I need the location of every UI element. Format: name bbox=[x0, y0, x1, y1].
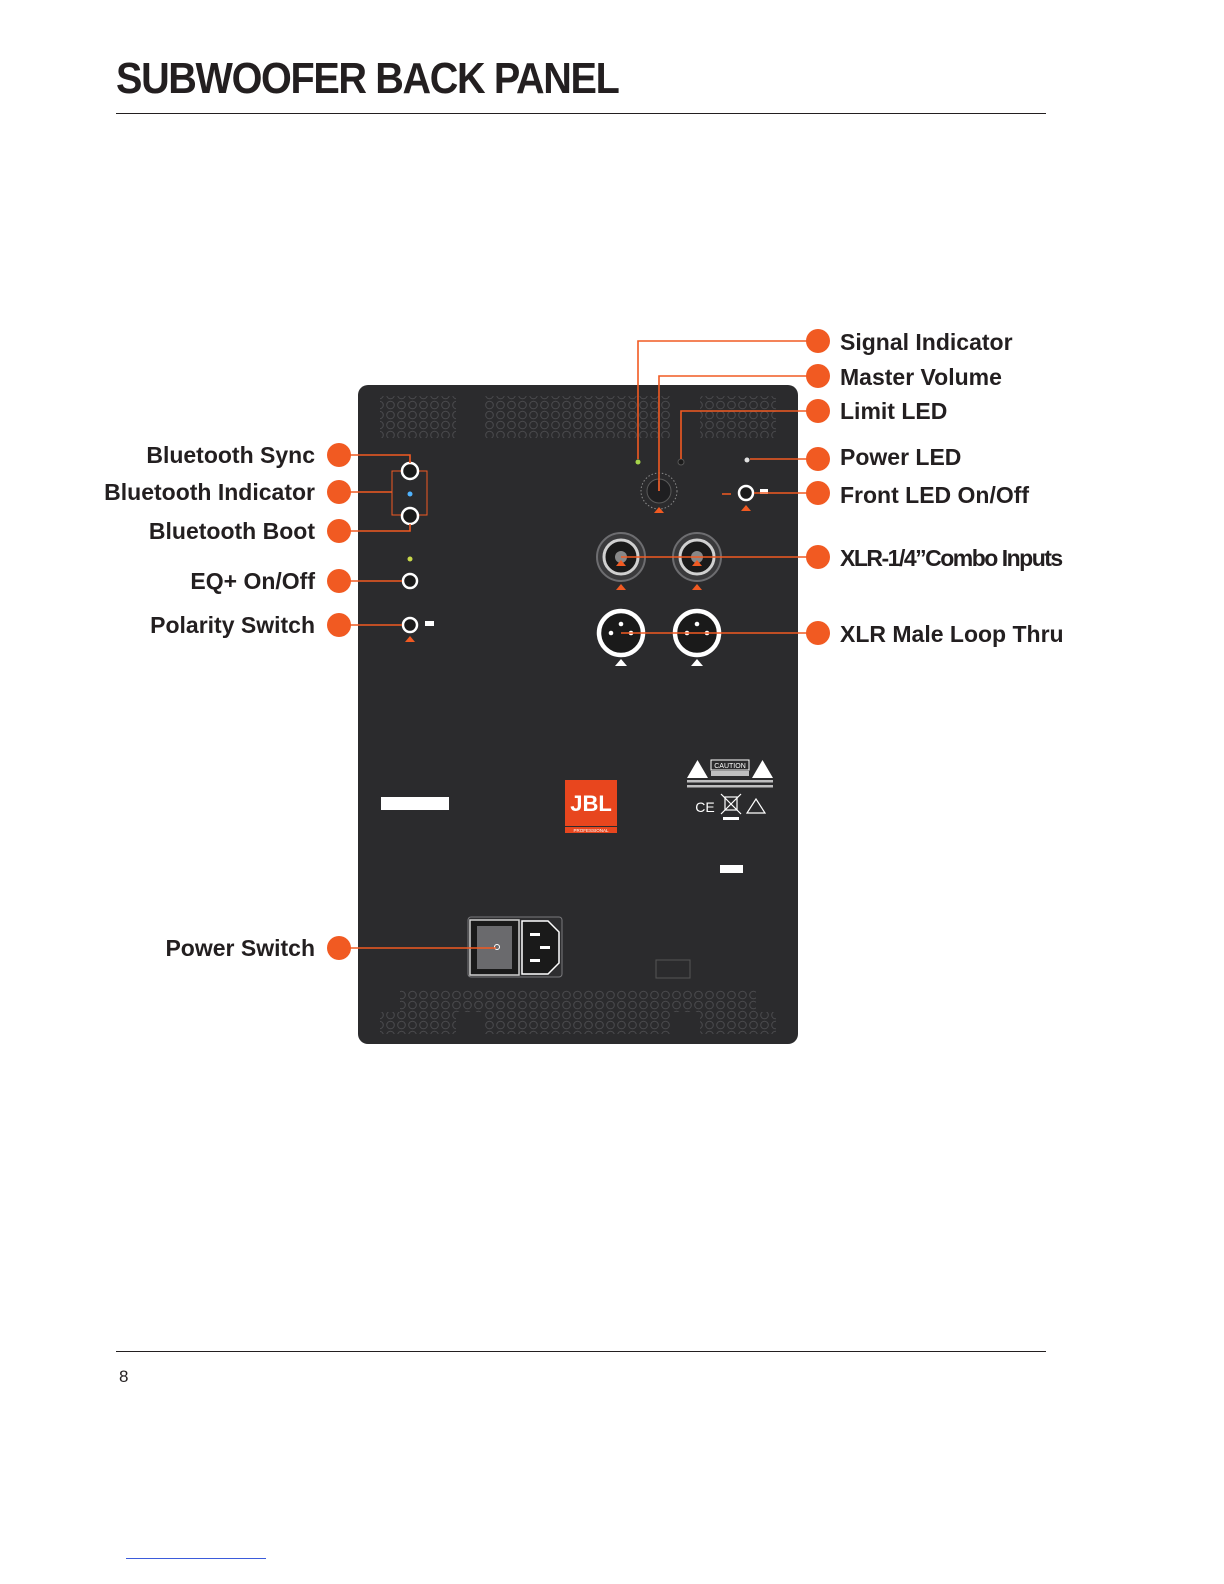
svg-text:Bluetooth Indicator: Bluetooth Indicator bbox=[104, 479, 315, 505]
footer-link-underline[interactable] bbox=[126, 1558, 266, 1559]
svg-text:Signal Indicator: Signal Indicator bbox=[840, 329, 1013, 355]
iec-power-inlet[interactable] bbox=[522, 921, 559, 974]
svg-text:Limit LED: Limit LED bbox=[840, 398, 947, 424]
bluetooth-indicator-led bbox=[408, 492, 413, 497]
bluetooth-boot-button[interactable] bbox=[402, 508, 418, 524]
power-module bbox=[468, 917, 562, 977]
svg-text:XLR-1/4”Combo Inputs: XLR-1/4”Combo Inputs bbox=[840, 545, 1062, 571]
svg-text:Bluetooth Sync: Bluetooth Sync bbox=[146, 442, 315, 468]
limit-led bbox=[678, 459, 684, 465]
svg-text:JBL: JBL bbox=[570, 791, 612, 816]
svg-text:PROFESSIONAL: PROFESSIONAL bbox=[573, 828, 609, 833]
bottom-vent-grille bbox=[380, 990, 776, 1034]
svg-text:Power Switch: Power Switch bbox=[165, 935, 315, 961]
panel-body bbox=[358, 385, 798, 1044]
svg-text:Polarity Switch: Polarity Switch bbox=[150, 612, 315, 638]
callout-bluetooth-indicator: Bluetooth Indicator bbox=[104, 479, 392, 505]
top-vent-grille bbox=[380, 396, 776, 438]
power-led bbox=[745, 458, 750, 463]
svg-text:Master Volume: Master Volume bbox=[840, 364, 1002, 390]
harman-badge bbox=[720, 865, 743, 873]
eq-indicator-led bbox=[408, 557, 413, 562]
svg-text:Power LED: Power LED bbox=[840, 444, 961, 470]
svg-text:EQ+ On/Off: EQ+ On/Off bbox=[190, 568, 315, 594]
serial-label-strip bbox=[381, 797, 449, 810]
svg-text:Bluetooth Boot: Bluetooth Boot bbox=[149, 518, 315, 544]
svg-text:Front LED On/Off: Front LED On/Off bbox=[840, 482, 1029, 508]
svg-text:CAUTION: CAUTION bbox=[714, 763, 746, 770]
footer-rule bbox=[116, 1351, 1046, 1352]
signal-indicator-led bbox=[636, 460, 641, 465]
page-number: 8 bbox=[119, 1367, 128, 1387]
eq-on-off-button[interactable] bbox=[403, 574, 417, 588]
bluetooth-sync-button[interactable] bbox=[402, 463, 418, 479]
jbl-logo: JBL PROFESSIONAL bbox=[565, 780, 617, 833]
ce-mark-icon: CE bbox=[695, 799, 714, 815]
svg-text:XLR Male Loop Thru: XLR Male Loop Thru bbox=[840, 621, 1064, 647]
